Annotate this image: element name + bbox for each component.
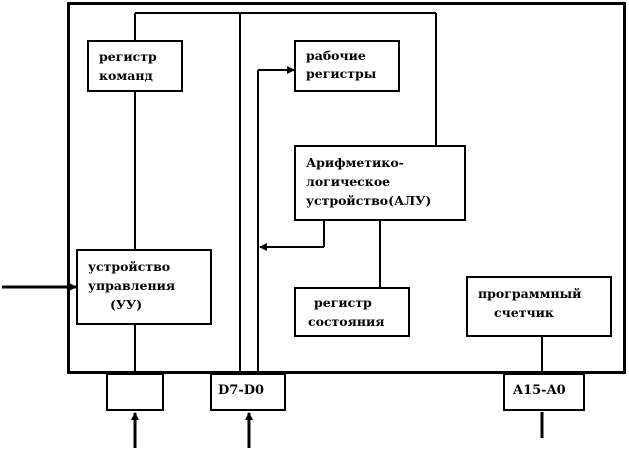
command-register-label-line1: регистр [99, 49, 157, 64]
control-unit-label-line1: устройство [88, 259, 171, 274]
command-register-label-line2: команд [99, 68, 153, 83]
control-unit-block: устройство управления (УУ) [76, 249, 212, 325]
working-registers-block: рабочие регистры [294, 40, 400, 92]
alu-label-line3: устройство(АЛУ) [306, 193, 432, 208]
control-unit-label-line2: управления [88, 278, 176, 293]
control-unit-label-line3: (УУ) [110, 297, 143, 312]
program-counter-label-line2: счетчик [494, 305, 554, 320]
alu-block: Арифметико- логическое устройство(АЛУ) [294, 145, 466, 221]
address-port-block: A15-A0 [503, 373, 585, 411]
program-counter-label-line1: программный [478, 286, 582, 301]
control-port-block [106, 373, 164, 411]
data-port-block: D7-D0 [210, 373, 286, 411]
status-register-label-line1: регистр [314, 295, 372, 310]
data-port-label: D7-D0 [218, 383, 265, 398]
cpu-frame [67, 2, 626, 374]
command-register-block: регистр команд [87, 40, 183, 92]
working-registers-label-line2: регистры [306, 66, 377, 81]
status-register-label-line2: состояния [308, 314, 385, 329]
alu-label-line2: логическое [306, 174, 391, 189]
alu-label-line1: Арифметико- [306, 155, 404, 170]
program-counter-block: программный счетчик [466, 276, 612, 337]
working-registers-label-line1: рабочие [306, 48, 366, 63]
address-port-label: A15-A0 [513, 383, 566, 398]
status-register-block: регистр состояния [294, 287, 410, 337]
